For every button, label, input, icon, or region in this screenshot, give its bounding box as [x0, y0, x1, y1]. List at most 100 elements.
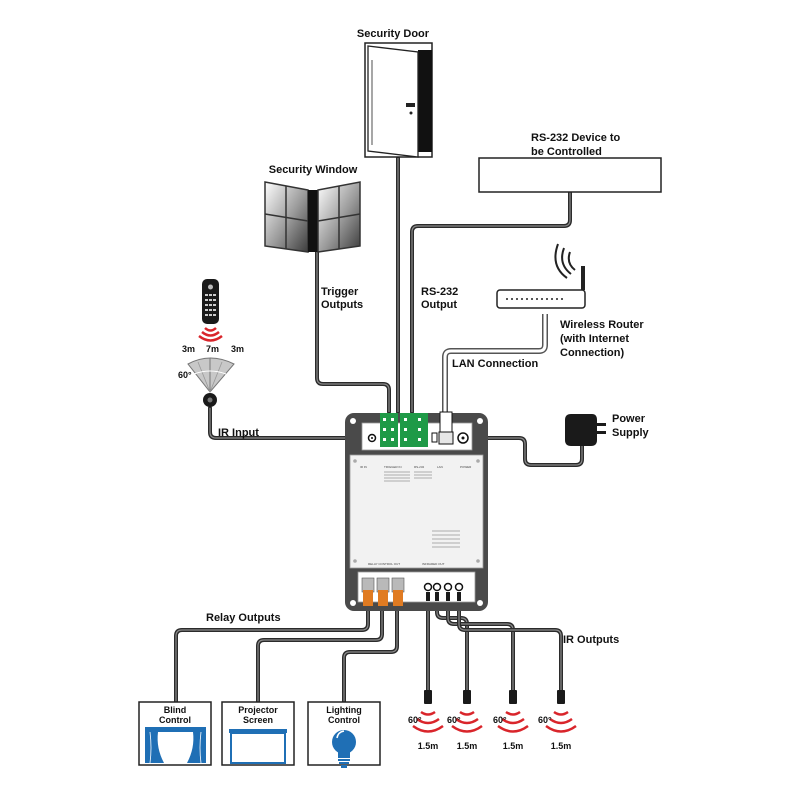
relay-terminal-2[interactable] [378, 590, 388, 606]
ir-receiver-angle: 60° [178, 370, 192, 380]
remote-control-icon [202, 279, 219, 324]
cable-relay-lighting [342, 604, 399, 704]
ir-emitter-4-angle: 60° [538, 715, 552, 725]
projector-screen: Projector Screen [221, 701, 295, 766]
trigger-outputs-label-1: Trigger [321, 286, 359, 298]
router-antenna [581, 266, 585, 290]
door-opening [418, 50, 432, 152]
device-top-panel [349, 454, 484, 569]
security-window: Security Window [264, 164, 361, 253]
light-bulb-icon [332, 730, 356, 768]
panel-text-infrared-out: INFRARED OUT [422, 562, 445, 566]
door-handle-icon [406, 103, 415, 107]
lan-connection-label: LAN Connection [452, 358, 538, 370]
projector-screen-label-1: Projector [238, 705, 278, 715]
ir-out-port-2[interactable] [432, 582, 442, 592]
door-leaf [367, 45, 419, 158]
power-adapter-icon [565, 414, 597, 446]
ir-out-port-3[interactable] [443, 582, 453, 592]
panel-printing: IR IN TRIGGER IN RS-232 LAN POWER [360, 465, 472, 469]
ir-emit-signal-icon [497, 710, 529, 733]
trigger-terminal-1[interactable] [380, 413, 398, 447]
ir-emitter-1-angle: 60° [408, 715, 422, 725]
ir-emitter-1: 60° 1.5m [408, 690, 444, 751]
rs232-device-label-2: be Controlled [531, 146, 602, 158]
power-supply-label-2: Supply [612, 427, 650, 439]
rs232-output-label-1: RS-232 [421, 286, 458, 298]
cable-lan [442, 314, 548, 412]
wireless-router-label-2: (with Internet [560, 333, 629, 345]
lighting-control-label-1: Lighting [326, 705, 362, 715]
wifi-icon [567, 251, 576, 271]
ir-remote-receiver: 3m 7m 3m 60° IR Input [178, 279, 259, 439]
power-supply: Power Supply [565, 413, 650, 446]
panel-text-trigger-in: TRIGGER IN [384, 465, 402, 469]
ir-emitter-4-range: 1.5m [551, 741, 572, 751]
lighting-control-label-2: Control [328, 715, 360, 725]
wireless-router-label-1: Wireless Router [560, 319, 644, 331]
rs232-device-box [478, 157, 662, 193]
relay-outputs-label: Relay Outputs [206, 612, 281, 624]
rs232-device-label-1: RS-232 Device to [531, 132, 621, 144]
cable-ir-out-2 [435, 598, 469, 692]
blind-control-label-2: Control [159, 715, 191, 725]
cable-relay-projector [256, 604, 384, 704]
wireless-router-label-3: Connection) [560, 347, 624, 359]
curtain-icon [145, 727, 206, 764]
ir-receive-cone [187, 357, 235, 393]
lan-plug[interactable] [439, 411, 453, 435]
rs232-output-label-2: Output [421, 299, 457, 311]
ir-out-port-4[interactable] [454, 582, 464, 592]
blind-control: Blind Control [138, 701, 212, 766]
lan-port[interactable] [438, 431, 454, 445]
panel-text-relay-control-out: RELAY CONTROL OUT [368, 562, 400, 566]
relay-terminal-1[interactable] [363, 590, 373, 606]
relay-terminal-3[interactable] [393, 590, 403, 606]
ir-emit-signal-icon [451, 710, 483, 733]
control-device: IR IN TRIGGER IN RS-232 LAN POWER RELAY … [345, 411, 488, 611]
ir-signal-icon [198, 327, 223, 342]
panel-text-ir-in: IR IN [360, 465, 367, 469]
lighting-control: Lighting Control [307, 701, 381, 768]
panel-text-lan: LAN [437, 465, 443, 469]
cable-security-window [315, 246, 391, 414]
ir-emitter-3: 60° 1.5m [493, 690, 529, 751]
ir-emitter-head-icon [424, 690, 432, 704]
cable-ir-out-3 [446, 598, 515, 692]
ir-emitter-head-icon [557, 690, 565, 704]
ir-emitter-2-range: 1.5m [457, 741, 478, 751]
ir-range-left: 3m [182, 344, 195, 354]
ir-range-center: 7m [206, 344, 219, 354]
panel-text-power: POWER [460, 465, 472, 469]
blind-control-label-1: Blind [164, 705, 187, 715]
cable-power [471, 436, 584, 467]
ir-outputs-label: IR Outputs [563, 634, 619, 646]
usb-port[interactable] [431, 432, 438, 443]
ir-emitter-1-range: 1.5m [418, 741, 439, 751]
ir-emitter-4: 60° 1.5m [538, 690, 577, 751]
ir-emitter-head-icon [509, 690, 517, 704]
trigger-outputs-label-2: Outputs [321, 299, 363, 311]
ir-emitter-3-angle: 60° [493, 715, 507, 725]
cable-rs232 [410, 190, 572, 414]
ir-emit-signal-icon [545, 710, 577, 733]
cables [174, 156, 584, 704]
ir-input-label: IR Input [218, 427, 259, 439]
rs232-device: RS-232 Device to be Controlled [478, 132, 662, 193]
ir-range-right: 3m [231, 344, 244, 354]
projector-screen-label-2: Screen [243, 715, 273, 725]
ir-emitter-head-icon [463, 690, 471, 704]
cable-ir-out-4 [457, 598, 563, 692]
ir-emitter-2-angle: 60° [447, 715, 461, 725]
ir-emitter-2: 60° 1.5m [447, 690, 483, 751]
ir-out-port-1[interactable] [423, 582, 433, 592]
cable-ir-input [208, 406, 368, 440]
panel-text-rs232: RS-232 [414, 465, 425, 469]
security-window-label: Security Window [269, 164, 358, 176]
wireless-router: Wireless Router (with Internet Connectio… [496, 243, 644, 359]
security-door-label: Security Door [357, 28, 430, 40]
cable-relay-blind [174, 604, 370, 704]
security-door: Security Door [357, 28, 433, 158]
